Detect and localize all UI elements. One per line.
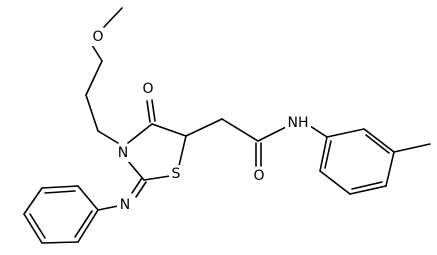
bond-phenyl-4 [23,213,43,244]
bond-chain-2 [85,94,99,132]
bond-c4-c5 [151,123,187,137]
bond-c2-imine-double-b [135,181,147,198]
ring-nitrogen-label: N [118,145,128,161]
bond-tolyl-1 [326,128,365,138]
bond-c5-ch2 [185,118,223,137]
bond-phenyl-2 [41,185,79,189]
bond-c4-o-double-a [146,100,151,123]
ring-carbonyl-oxygen-label: O [142,81,153,97]
bond-nh-aryl [309,125,328,138]
bond-tolyl-inner-3 [324,140,332,169]
imine-nitrogen-label: N [120,197,130,213]
bond-o-chain [91,44,103,62]
bond-carbonyl-nh [257,126,287,142]
atom-labels: O O N S N NH O [90,28,311,214]
bond-phenyl-5 [41,241,79,244]
bond-tolyl-inner-1 [365,134,390,154]
bond-ch2-carbonyl [221,118,259,142]
bond-imine-phenyl [97,205,119,211]
bond-phenyl-inner-3 [74,210,93,238]
bond-phenyl-3 [23,187,43,215]
bond-chain-to-n [97,130,119,144]
bond-n-c4 [127,123,153,144]
bond-tolyl-5 [319,170,351,195]
bond-c2-imine-double-a [131,177,143,194]
bond-s-c2 [143,175,171,181]
bond-tolyl-2 [363,128,395,153]
bond-methyl-o [103,7,123,28]
bond-phenyl-inner-1 [44,190,76,194]
amide-oxygen-label: O [253,168,264,184]
bond-tolyl-3 [385,151,395,187]
methoxy-oxygen-label: O [92,29,103,45]
bond-phenyl-6 [77,209,99,243]
bonds [23,7,431,244]
amide-nh-label: NH [288,115,309,131]
bond-c4-o-double-b [151,99,156,122]
bond-c2-n [127,160,145,181]
bond-c5-s [177,135,187,171]
ring-sulfur-label: S [172,166,181,182]
bond-tolyl-methyl [393,143,431,153]
bond-tolyl-4 [349,185,387,195]
bond-tolyl-inner-2 [351,181,383,190]
bond-phenyl-inner-2 [29,213,46,239]
bond-chain-1 [85,60,103,96]
bond-phenyl-1 [77,185,99,211]
bond-tolyl-6 [319,136,328,172]
